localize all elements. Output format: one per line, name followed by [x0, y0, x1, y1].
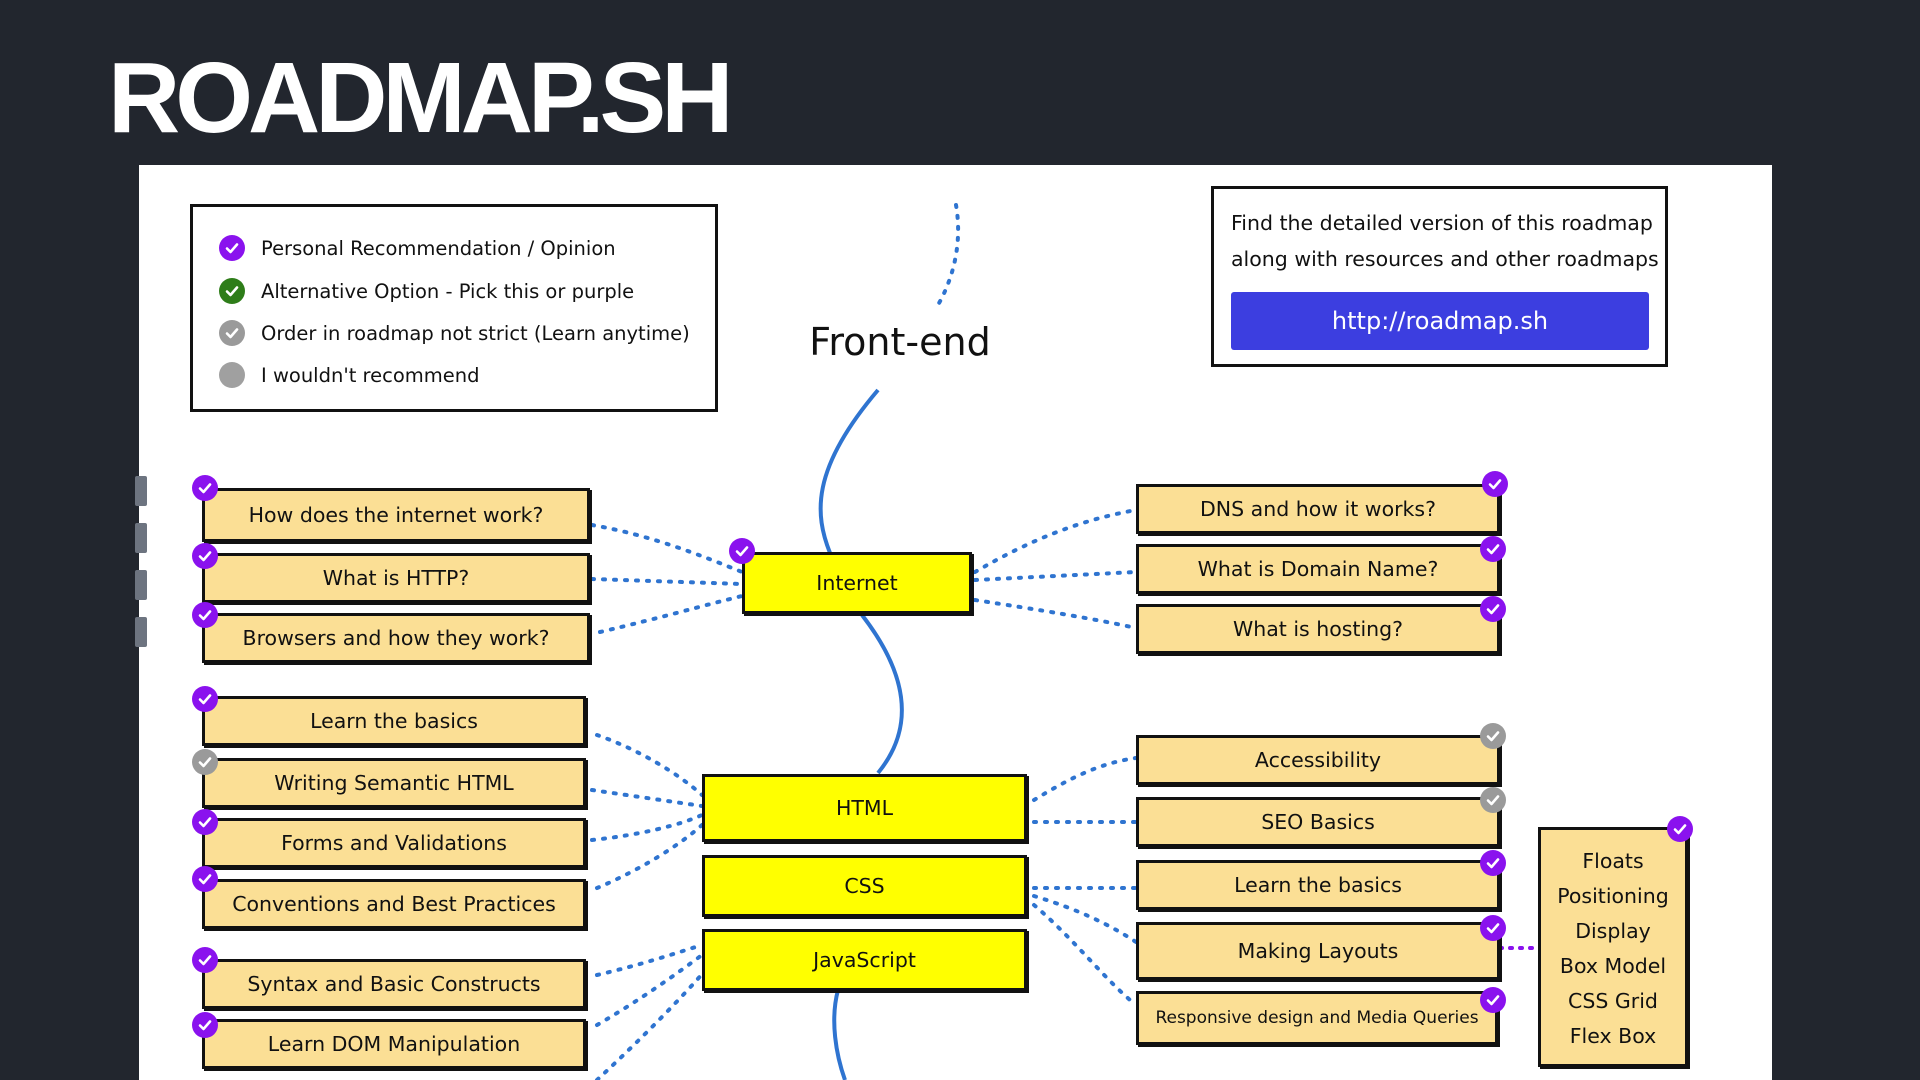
node-html[interactable]: HTML — [702, 774, 1027, 842]
grey-check-icon — [219, 320, 245, 346]
dotted-connector — [973, 598, 1138, 630]
dotted-connector — [973, 570, 1138, 582]
top-dotted-line — [936, 203, 961, 307]
legend-label: Alternative Option - Pick this or purple — [261, 279, 635, 303]
legend-label: Personal Recommendation / Opinion — [261, 236, 616, 260]
purple-check-icon — [192, 809, 218, 835]
legend-item: I wouldn't recommend — [219, 360, 480, 390]
node-responsive[interactable]: Responsive design and Media Queries — [1136, 991, 1498, 1045]
node-domain-name[interactable]: What is Domain Name? — [1136, 544, 1500, 594]
purple-check-icon — [1480, 596, 1506, 622]
spine-line — [860, 613, 904, 775]
dotted-connector — [590, 813, 704, 842]
node-syntax[interactable]: Syntax and Basic Constructs — [202, 959, 586, 1009]
node-forms[interactable]: Forms and Validations — [202, 818, 586, 868]
dotted-connector — [1032, 756, 1138, 802]
purple-check-icon — [1482, 471, 1508, 497]
layout-topic: Display — [1575, 919, 1651, 943]
legend-item: Alternative Option - Pick this or purple — [219, 276, 634, 306]
dotted-connector — [598, 594, 744, 634]
node-internet[interactable]: Internet — [742, 552, 972, 614]
dotted-connector — [590, 577, 744, 586]
dotted-connector — [595, 733, 704, 797]
purple-check-icon — [192, 947, 218, 973]
grey-dot-icon — [219, 362, 245, 388]
layout-topic: Flex Box — [1569, 1024, 1657, 1048]
dotted-connector — [590, 523, 744, 574]
purple-check-icon — [1480, 536, 1506, 562]
purple-check-icon — [1667, 816, 1693, 842]
grey-check-icon — [192, 749, 218, 775]
legend-item: Order in roadmap not strict (Learn anyti… — [219, 318, 690, 348]
legend-label: I wouldn't recommend — [261, 363, 480, 387]
dotted-connector — [595, 823, 704, 890]
spine-line — [832, 989, 847, 1080]
purple-check-icon — [192, 866, 218, 892]
layout-topics-box[interactable]: Floats Positioning Display Box Model CSS… — [1538, 827, 1688, 1067]
layout-topic: CSS Grid — [1568, 989, 1658, 1013]
grey-check-icon — [1480, 787, 1506, 813]
info-box: Find the detailed version of this roadma… — [1211, 186, 1668, 367]
node-browsers[interactable]: Browsers and how they work? — [202, 613, 590, 663]
dotted-connector — [590, 788, 704, 808]
side-tab[interactable] — [135, 476, 147, 506]
dotted-connector — [1032, 903, 1138, 1007]
node-seo[interactable]: SEO Basics — [1136, 797, 1500, 847]
node-css-basics[interactable]: Learn the basics — [1136, 860, 1500, 910]
page-title: ROADMAP.SH — [108, 42, 733, 154]
grey-check-icon — [1480, 723, 1506, 749]
node-css[interactable]: CSS — [702, 855, 1027, 917]
purple-check-icon — [1480, 850, 1506, 876]
dotted-connector — [595, 953, 704, 1027]
purple-check-icon — [192, 602, 218, 628]
side-tab[interactable] — [135, 570, 147, 600]
dotted-connector — [595, 963, 712, 1080]
purple-check-icon — [192, 1012, 218, 1038]
purple-check-icon — [192, 475, 218, 501]
spine-line — [818, 388, 880, 554]
purple-check-icon — [1480, 915, 1506, 941]
dotted-connector — [1032, 894, 1138, 944]
green-check-icon — [219, 278, 245, 304]
node-accessibility[interactable]: Accessibility — [1136, 735, 1500, 785]
layout-topic: Positioning — [1557, 884, 1669, 908]
layout-topic: Floats — [1582, 849, 1644, 873]
node-javascript[interactable]: JavaScript — [702, 929, 1027, 991]
legend-item: Personal Recommendation / Opinion — [219, 233, 616, 263]
node-dom[interactable]: Learn DOM Manipulation — [202, 1019, 586, 1069]
node-html-basics[interactable]: Learn the basics — [202, 696, 586, 746]
node-semantic-html[interactable]: Writing Semantic HTML — [202, 758, 586, 808]
dotted-connector — [595, 943, 704, 977]
legend-label: Order in roadmap not strict (Learn anyti… — [261, 321, 690, 345]
side-tabs — [135, 476, 147, 664]
dotted-connector — [973, 508, 1138, 574]
purple-check-icon — [192, 543, 218, 569]
node-hosting[interactable]: What is hosting? — [1136, 604, 1500, 654]
side-tab[interactable] — [135, 523, 147, 553]
node-layouts[interactable]: Making Layouts — [1136, 922, 1500, 980]
legend: Personal Recommendation / Opinion Altern… — [190, 204, 718, 412]
node-conventions[interactable]: Conventions and Best Practices — [202, 879, 586, 929]
roadmap-heading: Front-end — [809, 320, 991, 364]
info-text: Find the detailed version of this roadma… — [1231, 211, 1653, 235]
node-how-internet-works[interactable]: How does the internet work? — [202, 488, 590, 542]
info-text: along with resources and other roadmaps — [1231, 247, 1659, 271]
node-dns[interactable]: DNS and how it works? — [1136, 484, 1500, 534]
side-tab[interactable] — [135, 617, 147, 647]
purple-check-icon — [729, 538, 755, 564]
purple-check-icon — [219, 235, 245, 261]
roadmap-link-button[interactable]: http://roadmap.sh — [1231, 292, 1649, 350]
layout-topic: Box Model — [1559, 954, 1667, 978]
node-what-is-http[interactable]: What is HTTP? — [202, 553, 590, 603]
purple-check-icon — [1480, 987, 1506, 1013]
purple-check-icon — [192, 686, 218, 712]
